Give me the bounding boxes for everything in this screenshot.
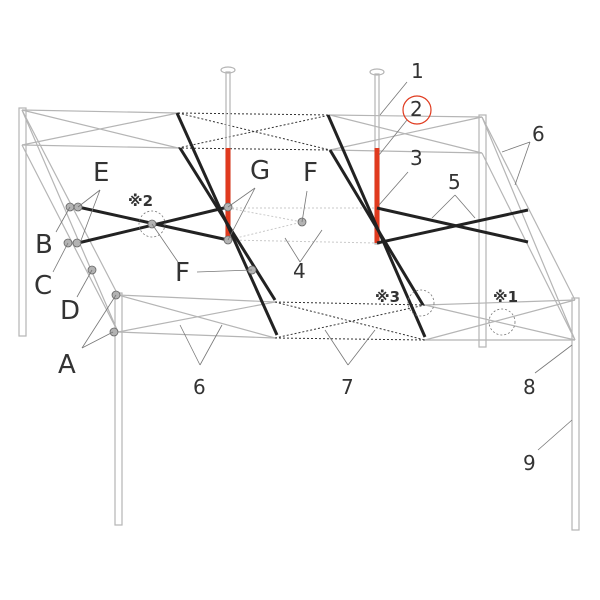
- note-3: ※3: [375, 288, 401, 306]
- leader-lines: [52, 81, 573, 451]
- label-f-left: F: [175, 258, 190, 288]
- middle-trusses-dotted: [177, 112, 426, 341]
- label-f-center: F: [303, 158, 318, 188]
- joint-c2: [72, 238, 82, 248]
- joint-a2: [109, 327, 119, 337]
- legs: [18, 107, 580, 531]
- label-a: A: [58, 350, 76, 380]
- label-b: B: [35, 230, 53, 260]
- detail-circles: [138, 95, 516, 336]
- label-6-front: 6: [193, 375, 206, 399]
- note-2: ※2: [128, 192, 154, 210]
- label-g: G: [250, 156, 271, 186]
- label-7: 7: [341, 375, 354, 399]
- label-5: 5: [448, 170, 461, 194]
- label-2: 2: [410, 97, 423, 121]
- label-6-right: 6: [532, 122, 545, 146]
- label-c: C: [34, 271, 53, 301]
- note-1: ※1: [493, 288, 519, 306]
- highlight-circle: [402, 95, 432, 125]
- label-9: 9: [523, 451, 536, 475]
- label-4: 4: [293, 259, 306, 283]
- label-1: 1: [411, 59, 424, 83]
- label-e: E: [93, 158, 110, 188]
- label-3: 3: [410, 146, 423, 170]
- label-8: 8: [523, 375, 536, 399]
- outer-trusses: [21, 109, 576, 341]
- label-d: D: [60, 296, 81, 326]
